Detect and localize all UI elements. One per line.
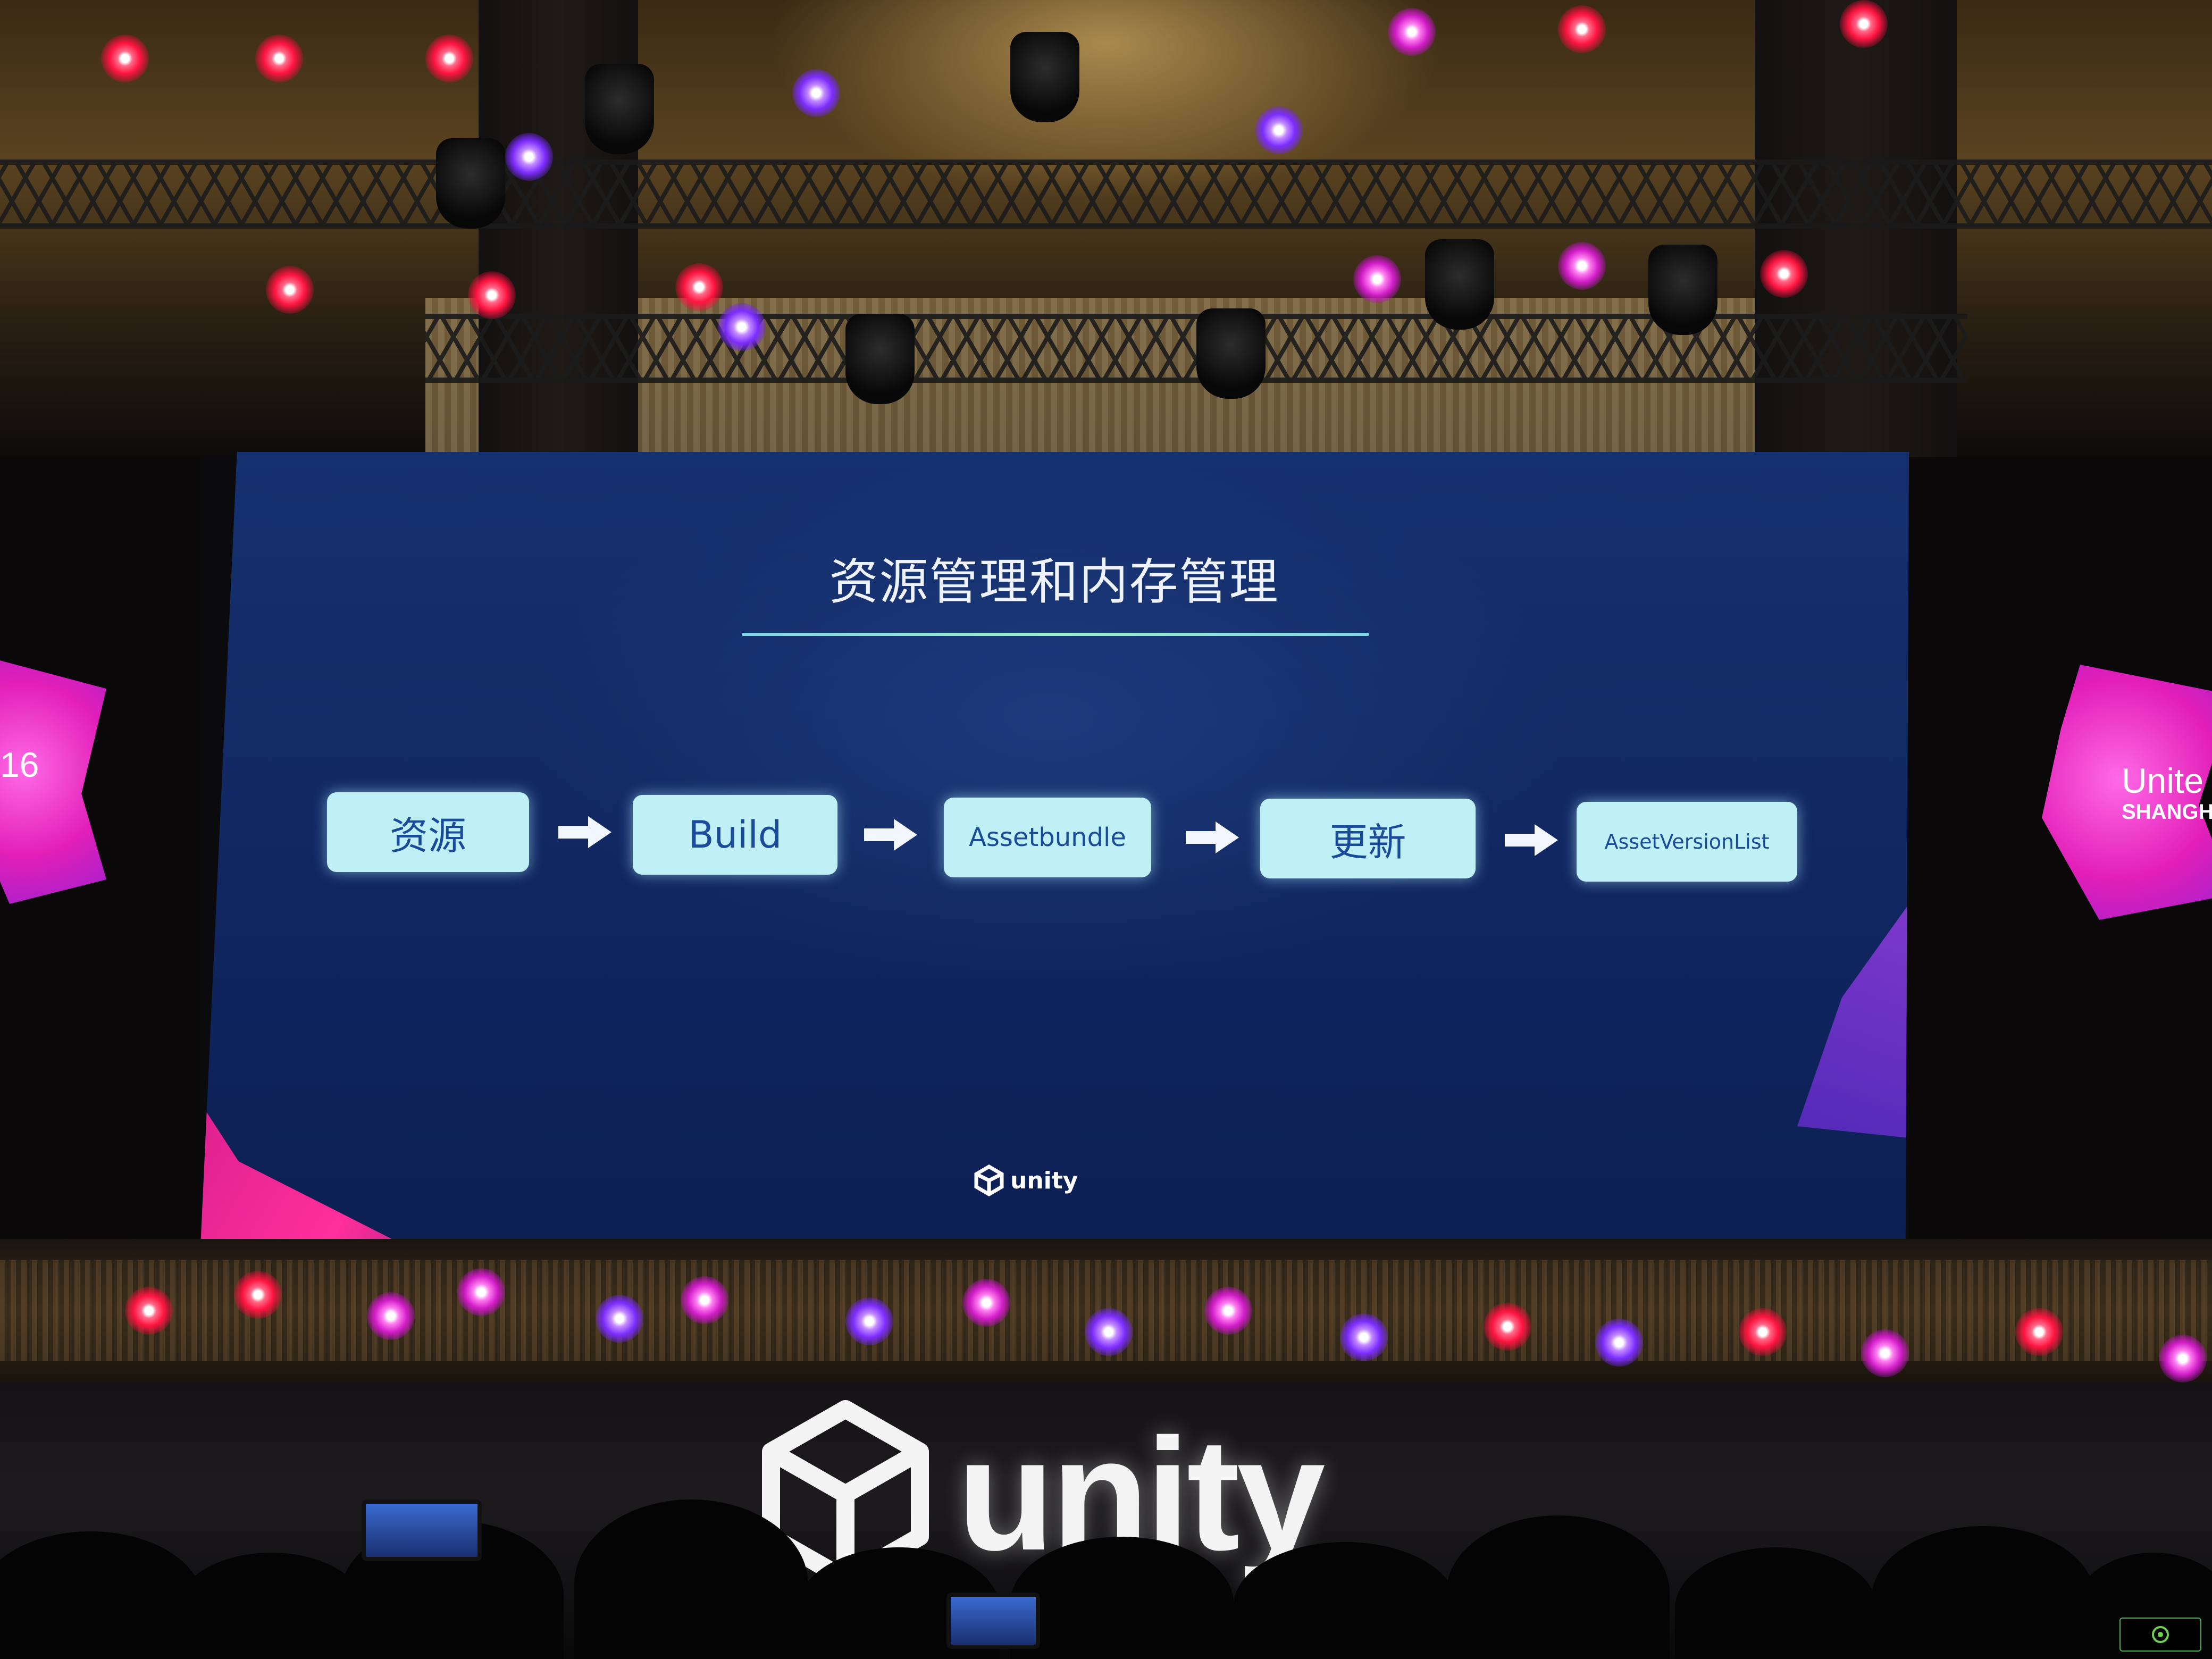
phone-screen <box>362 1499 482 1561</box>
stage-lamp <box>2015 1308 2063 1356</box>
stage-lamp <box>2159 1335 2207 1382</box>
flow-step-label: Build <box>688 813 782 857</box>
stage-lamp <box>1739 1308 1787 1356</box>
stage-lamp <box>1388 8 1436 56</box>
stage-lamp <box>596 1295 643 1343</box>
slide-footer-logo-text: unity <box>1010 1167 1078 1194</box>
title-underline <box>742 633 1369 636</box>
audience-head <box>1010 1537 1234 1659</box>
audience-head <box>1446 1515 1670 1659</box>
stage-lamp <box>125 1287 173 1335</box>
ceiling-lighting-rig <box>0 0 2212 457</box>
flow-step-label: AssetVersionList <box>1604 830 1770 853</box>
moving-head-light <box>1196 308 1266 399</box>
audience-head <box>1872 1526 2095 1659</box>
arrow-right-icon <box>1186 822 1239 853</box>
flow-step-update: 更新 <box>1260 799 1476 878</box>
stage-lamp <box>1840 0 1888 48</box>
stage-lamp <box>468 271 516 319</box>
stage-lamp <box>792 69 840 117</box>
flow-step-build: Build <box>633 795 837 875</box>
rig-pillar <box>1755 0 1957 457</box>
site-watermark-icon <box>2119 1618 2201 1652</box>
arrow-right-icon <box>864 819 917 851</box>
audience-silhouettes <box>0 1499 2212 1659</box>
stage-lamp <box>1340 1313 1388 1361</box>
stage-lamp <box>718 303 766 351</box>
upper-truss <box>0 160 2212 229</box>
slide-footer-logo: unity <box>973 1164 1078 1196</box>
audience-head <box>1234 1542 1457 1659</box>
pipeline-flow: 资源 Build Assetbundle 更新 AssetVersionList <box>199 792 1909 899</box>
arrow-right-icon <box>558 816 611 848</box>
stage-lamp <box>1255 106 1303 154</box>
moving-head-light <box>1010 32 1079 122</box>
stage-lamp <box>367 1292 415 1340</box>
moving-head-light <box>1425 239 1494 330</box>
presentation-screen: 资源管理和内存管理 资源 Build Assetbundle 更新 AssetV… <box>199 452 1909 1271</box>
stage-lamp <box>962 1279 1010 1327</box>
stage-lamp <box>234 1271 282 1319</box>
flow-step-label: Assetbundle <box>969 823 1126 852</box>
stage-lamp <box>1353 255 1401 303</box>
slide-corner-decoration <box>1797 904 1909 1138</box>
stage-lamp <box>255 35 303 82</box>
stage-lamp <box>1085 1308 1133 1356</box>
stage-lamp <box>1558 242 1606 290</box>
stage-lamp <box>845 1297 893 1345</box>
right-badge-text: Unite <box>2122 761 2204 800</box>
arrow-right-icon <box>1505 824 1558 856</box>
left-badge-text: 16 <box>0 745 39 784</box>
audience-head <box>1675 1547 1877 1659</box>
flow-step-label: 资源 <box>389 813 466 858</box>
right-badge-subtext: SHANGH <box>2122 800 2212 824</box>
moving-head-light <box>1648 245 1717 335</box>
stage-lamp <box>675 263 723 311</box>
stage-lamp <box>266 266 314 314</box>
flow-step-assets: 资源 <box>327 792 529 872</box>
stage-lamp <box>1558 5 1606 53</box>
audience-head <box>175 1553 367 1659</box>
unity-cube-icon <box>974 1164 1004 1196</box>
slide-title: 资源管理和内存管理 <box>829 554 1279 610</box>
flow-step-assetversionlist: AssetVersionList <box>1577 802 1797 882</box>
audience-head <box>0 1531 202 1659</box>
stage-lamp <box>505 133 553 181</box>
flow-step-label: 更新 <box>1329 819 1406 865</box>
stage-lamp <box>101 35 149 82</box>
stage-lamp <box>425 35 473 82</box>
lower-lighting-truss <box>0 1239 2212 1398</box>
moving-head-light <box>436 138 505 229</box>
stage-lamp <box>1760 250 1808 298</box>
stage-lamp <box>457 1268 505 1316</box>
stage-lamp <box>1861 1329 1909 1377</box>
audience-head <box>574 1499 808 1659</box>
moving-head-light <box>845 314 915 404</box>
flow-step-assetbundle: Assetbundle <box>944 798 1151 877</box>
moving-head-light <box>585 64 654 154</box>
watermark-glyph <box>2152 1626 2169 1643</box>
phone-screen <box>946 1593 1040 1649</box>
stage-lamp <box>1204 1287 1252 1335</box>
stage-lamp <box>1595 1319 1643 1367</box>
stage-lamp <box>681 1276 728 1324</box>
stage-lamp <box>1484 1303 1531 1351</box>
